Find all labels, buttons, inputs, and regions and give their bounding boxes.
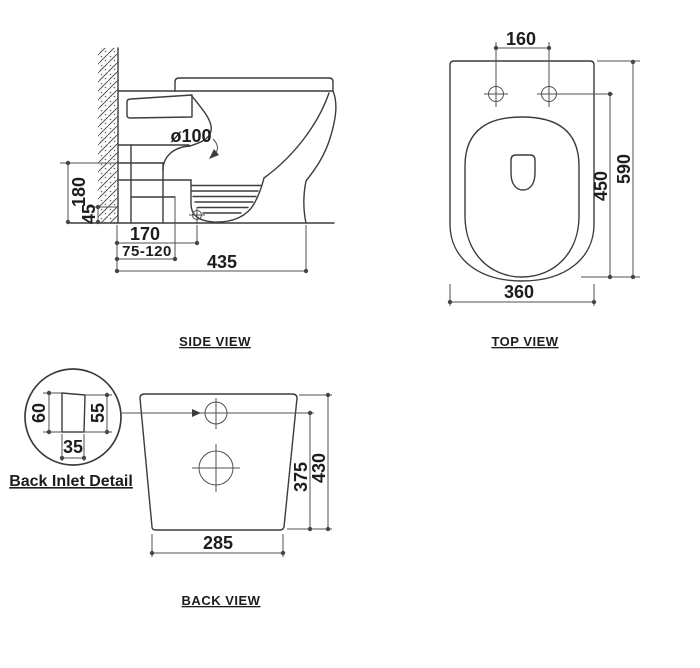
dim-label-base-width: 285 (203, 533, 233, 553)
inlet-crosshair (198, 398, 234, 429)
dim-inlet-right-height: 55 (88, 392, 110, 435)
seat-nose (126, 94, 193, 119)
back-view-label: BACK VIEW (182, 593, 261, 608)
pipe-bend-curve (162, 145, 191, 171)
dim-label-pipe-diameter: ø100 (170, 126, 211, 146)
outlet-hook-curve (189, 94, 212, 147)
detail-leader-arrow (192, 409, 201, 417)
dim-label-total-depth: 435 (207, 252, 237, 272)
dim-total-depth: 435 (114, 252, 309, 274)
dim-inlet-height: 375 (291, 410, 313, 532)
dim-label-outlet-depth: 170 (130, 224, 160, 244)
cistern-lid (174, 77, 334, 92)
dim-pipe-diameter: ø100 (170, 126, 219, 159)
back-inlet-detail: 60 55 35 Back Inlet Detail (9, 368, 133, 490)
dim-label-inlet-right-height: 55 (88, 403, 108, 423)
dim-hole-spacing: 160 (493, 29, 552, 51)
dim-back-height: 430 (309, 392, 331, 532)
dim-label-adjustable-range: 75-120 (122, 243, 172, 260)
dim-outlet-depth: 170 (114, 224, 200, 246)
dim-top-width: 360 (447, 282, 597, 305)
dim-label-inlet-width: 35 (63, 437, 83, 457)
dim-seat-length: 450 (591, 91, 613, 280)
dim-base-width: 285 (149, 533, 286, 556)
dim-pipe-height: 180 (65, 160, 89, 225)
dim-label-inlet-left-height: 60 (29, 403, 49, 423)
back-inlet-detail-label: Back Inlet Detail (9, 473, 133, 490)
leader-arrow (209, 149, 219, 159)
seat-opening-oval (464, 116, 580, 278)
detail-circle (24, 368, 122, 466)
dim-label-top-depth: 590 (614, 154, 634, 184)
dim-top-depth: 590 (614, 59, 636, 280)
dim-label-pipe-height: 180 (69, 177, 89, 207)
drain-crosshair (189, 207, 205, 224)
dim-label-inlet-height: 375 (291, 462, 311, 492)
pan-outer-profile (303, 90, 337, 224)
top-view: 160 450 590 360 TOP VIEW (447, 29, 640, 349)
dim-label-outlet-offset: 45 (79, 204, 99, 224)
wall-hatch (98, 48, 118, 223)
back-view: 375 430 285 BACK VIEW (122, 392, 332, 608)
dim-outlet-offset: 45 (79, 204, 101, 225)
dim-label-seat-length: 450 (591, 171, 611, 201)
side-view: ø100 180 45 170 (60, 47, 337, 349)
inlet-hole-shape (61, 392, 86, 433)
pan-inner-curve (263, 92, 330, 179)
dim-label-top-width: 360 (504, 282, 534, 302)
dim-adjustable-range: 75-120 (114, 243, 178, 262)
cistern-outline-back (139, 393, 298, 531)
top-view-label: TOP VIEW (491, 334, 558, 349)
side-view-label: SIDE VIEW (179, 334, 251, 349)
dim-inlet-left-height: 60 (29, 390, 52, 435)
flush-opening (510, 154, 536, 191)
dim-label-back-height: 430 (309, 453, 329, 483)
flush-button-crosshair (192, 444, 240, 492)
dim-inlet-width: 35 (59, 437, 87, 461)
dim-label-hole-spacing: 160 (506, 29, 536, 49)
pan-outline-top (449, 60, 595, 282)
